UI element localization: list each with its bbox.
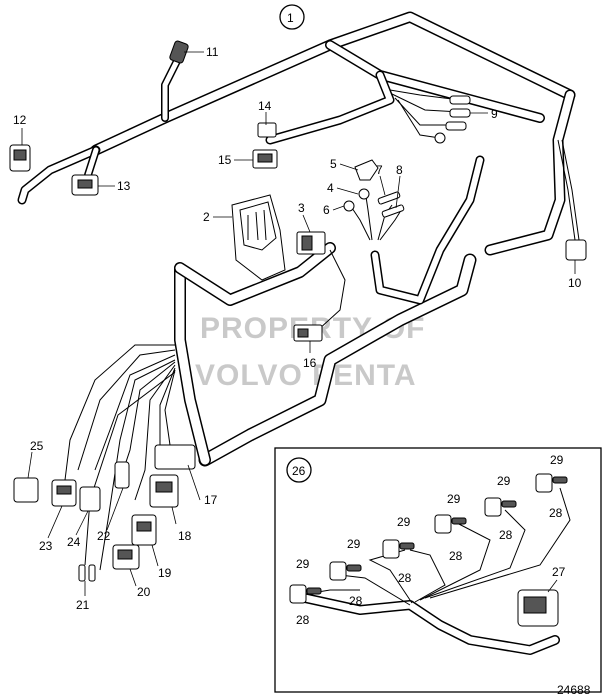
callout-28-f: 28	[549, 506, 563, 520]
connector-11	[169, 40, 189, 64]
callout-8: 8	[396, 163, 403, 177]
callout-9: 9	[491, 107, 498, 121]
inset-panel: 26 27	[274, 447, 602, 693]
figure-number: 24688	[557, 683, 591, 697]
callout-21: 21	[76, 598, 90, 612]
inset-callout-number: 26	[292, 464, 306, 478]
callout-29-f: 29	[550, 453, 564, 467]
callout-19: 19	[158, 566, 172, 580]
callout-28-c: 28	[398, 571, 412, 585]
callout-24: 24	[67, 535, 81, 549]
callout-7: 7	[376, 163, 383, 177]
callout-29-d: 29	[447, 492, 461, 506]
pin-21b	[88, 564, 96, 582]
callout-29-c: 29	[397, 515, 411, 529]
terminal-4	[358, 188, 370, 200]
callout-29-e: 29	[497, 474, 511, 488]
connector-10	[565, 239, 587, 261]
main-callout: 1	[279, 4, 305, 30]
inset-sensors	[289, 473, 568, 604]
callout-20: 20	[137, 585, 151, 599]
callout-5: 5	[330, 157, 337, 171]
callout-18: 18	[178, 529, 192, 543]
callout-28-b: 28	[349, 594, 363, 608]
callout-2: 2	[203, 210, 210, 224]
callout-12: 12	[13, 113, 27, 127]
callout-6: 6	[323, 203, 330, 217]
wire-bundle	[64, 89, 461, 571]
callout-4: 4	[327, 181, 334, 195]
callout-16: 16	[303, 356, 317, 370]
main-callout-number: 1	[287, 11, 294, 25]
watermark-line2: VOLVO PENTA	[195, 359, 417, 392]
callout-28-a: 28	[296, 613, 310, 627]
ring-terminals-9	[434, 95, 471, 144]
terminal-5	[354, 159, 379, 181]
callout-15: 15	[218, 153, 232, 167]
callout-13: 13	[117, 179, 131, 193]
callout-11: 11	[206, 45, 219, 59]
callout-28-d: 28	[449, 549, 463, 563]
callout-27: 27	[552, 565, 566, 579]
components	[9, 40, 587, 582]
connector-24	[79, 486, 101, 512]
connector-14	[257, 122, 277, 138]
harness-drop-10	[557, 139, 576, 241]
callout-3: 3	[298, 201, 305, 215]
callout-labels: 11 12 13 14 15 2 3 4 5 6 7 8 9 10 16 17 …	[13, 45, 582, 612]
bracket-17	[154, 444, 196, 470]
leader-lines	[21, 51, 576, 596]
callout-29-a: 29	[296, 557, 310, 571]
main-harness	[17, 11, 580, 467]
fuse-7	[377, 191, 401, 205]
callout-29-b: 29	[347, 537, 361, 551]
callout-17: 17	[204, 493, 218, 507]
callout-28-e: 28	[499, 528, 513, 542]
callout-23: 23	[39, 539, 53, 553]
callout-10: 10	[568, 276, 582, 290]
callout-22: 22	[97, 529, 111, 543]
sensor-22	[114, 461, 130, 489]
callout-14: 14	[258, 99, 272, 113]
callout-25: 25	[30, 439, 44, 453]
pin-21a	[78, 564, 86, 582]
fuse-8	[381, 204, 405, 218]
terminal-6	[343, 200, 355, 212]
connector-25	[13, 477, 39, 503]
